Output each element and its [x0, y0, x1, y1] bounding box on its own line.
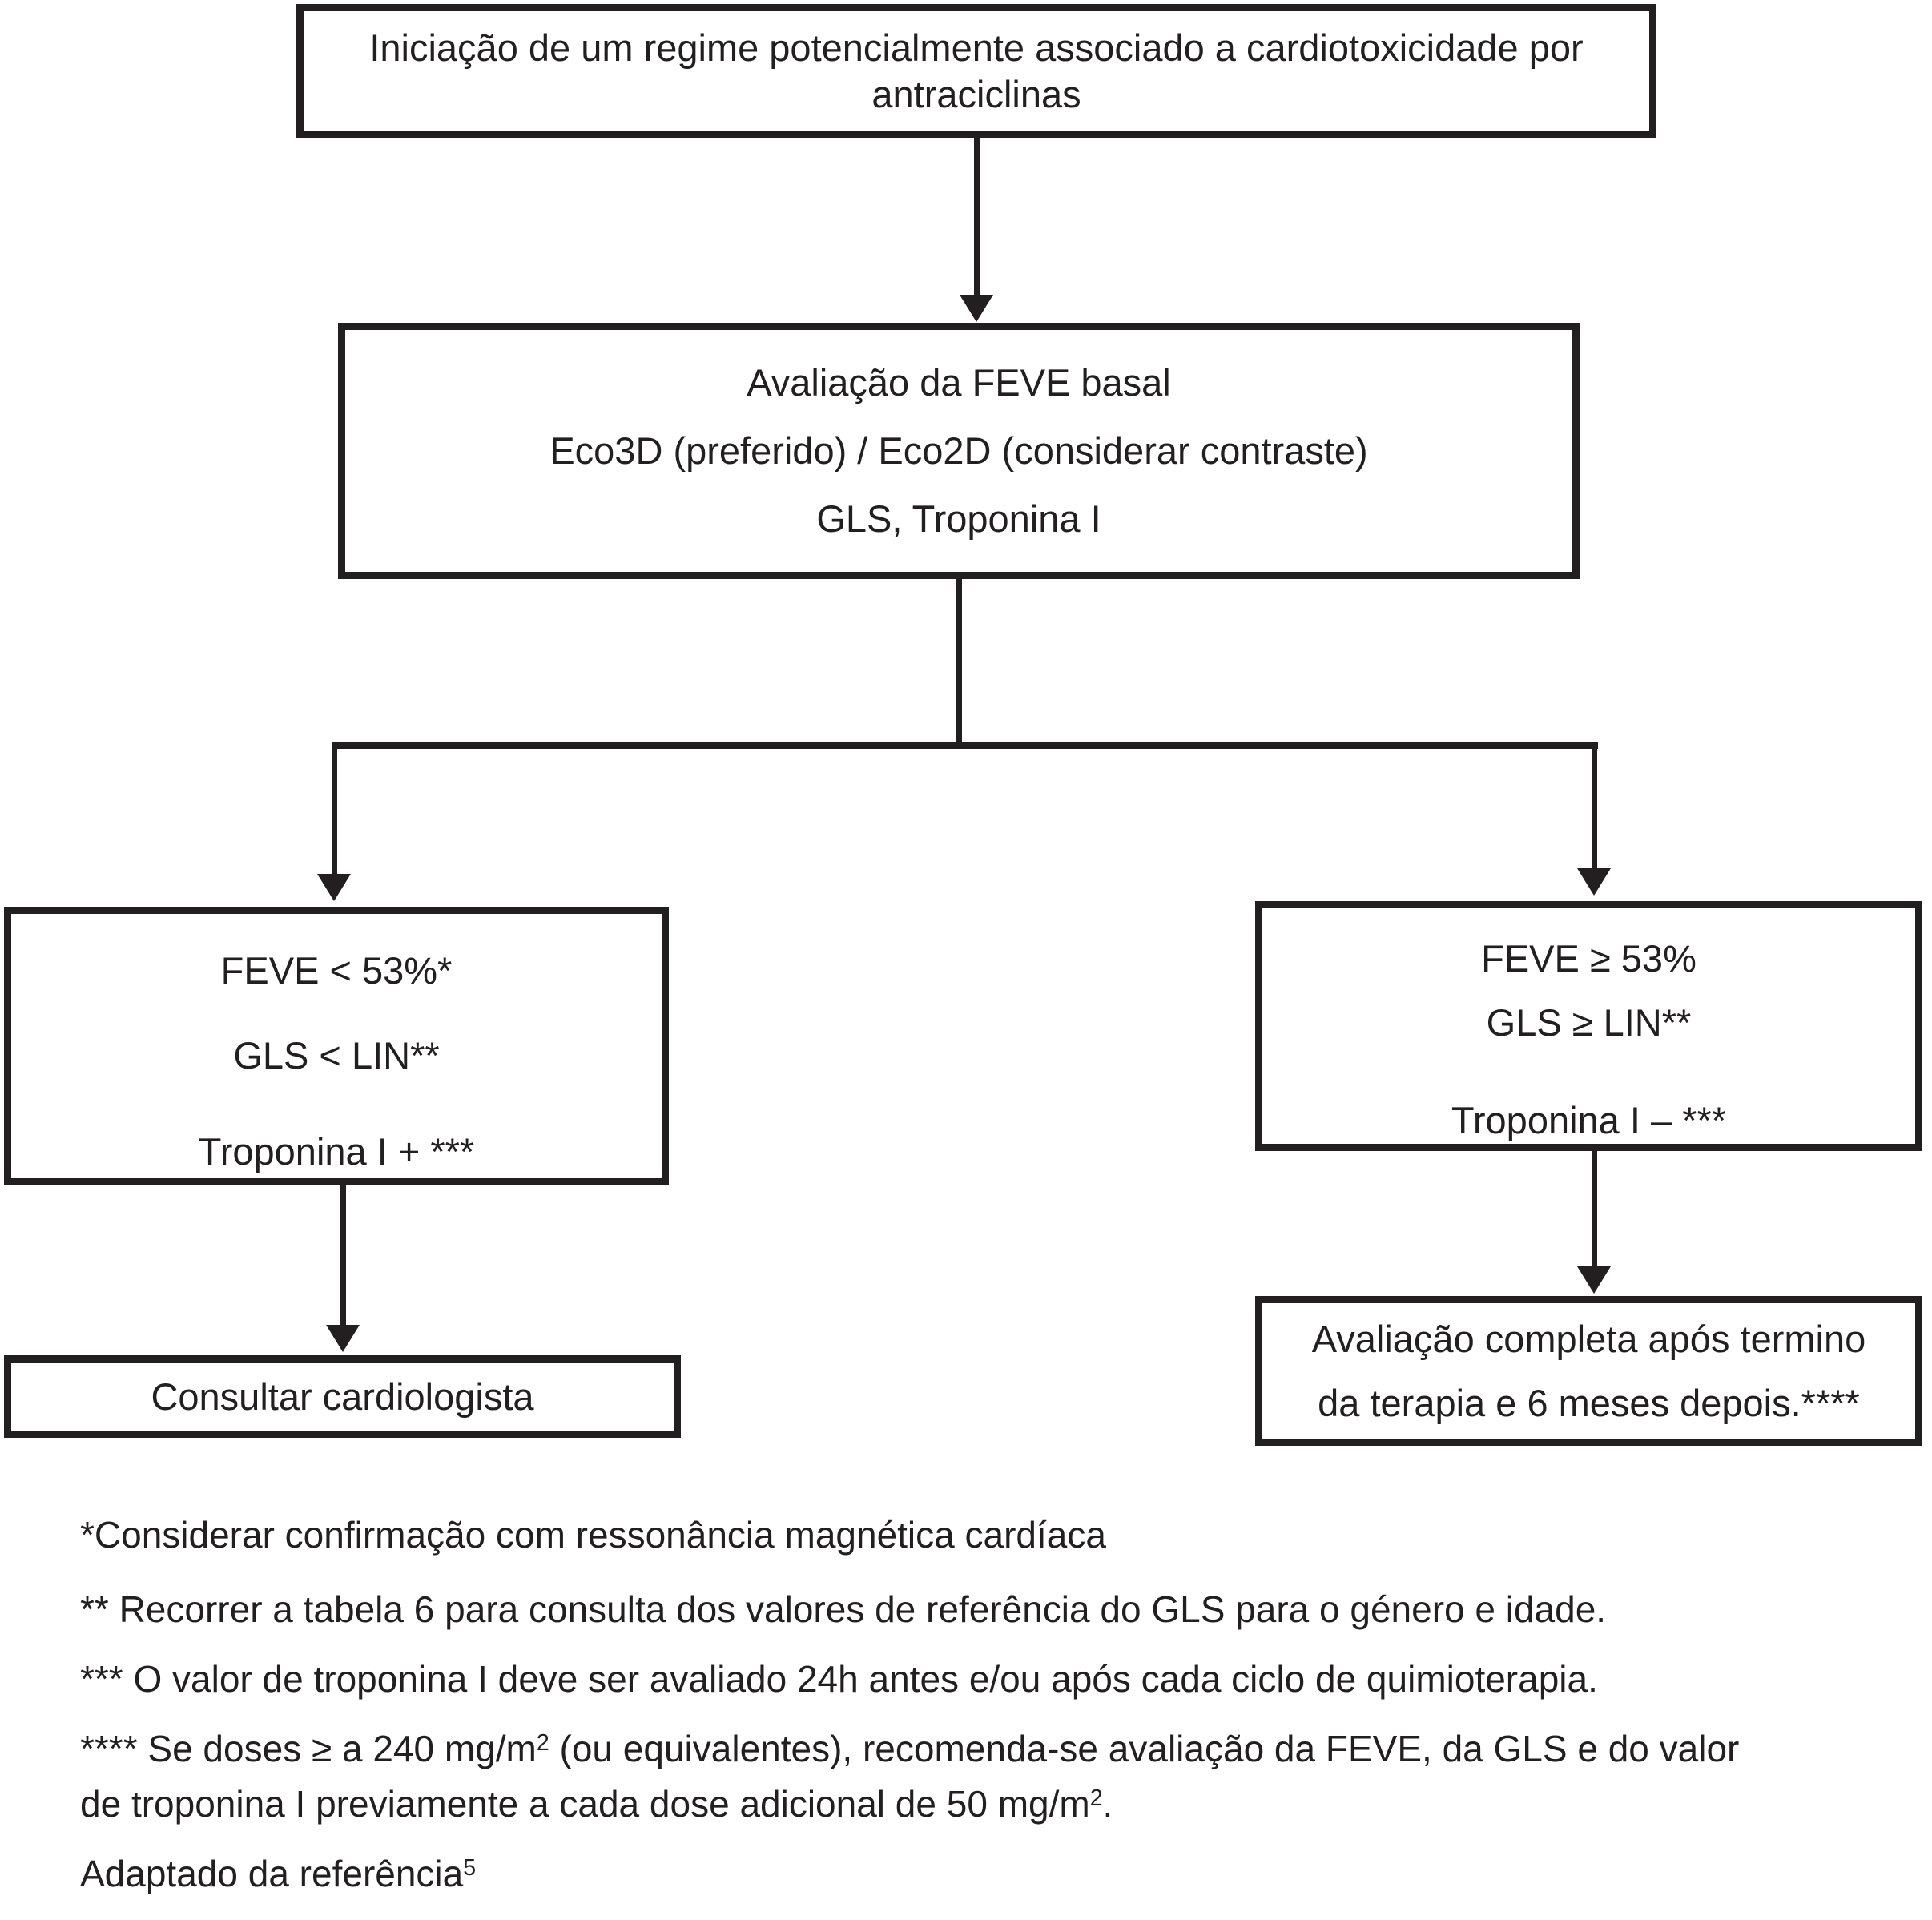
connector-line — [974, 138, 980, 295]
abnormal-findings-box: FEVE < 53%* GLS < LIN** Troponina I + **… — [4, 907, 669, 1185]
abnormal-box-line1: FEVE < 53%* — [220, 949, 453, 992]
footnote-dose-part1: **** Se doses ≥ a 240 mg/m — [80, 1728, 537, 1769]
baseline-box-line2: Eco3D (preferido) / Eco2D (considerar co… — [549, 429, 1368, 472]
abnormal-box-line2: GLS < LIN** — [233, 1034, 440, 1077]
arrowhead-down — [317, 874, 351, 901]
consult-box-line1: Consultar cardiologista — [151, 1375, 534, 1418]
normal-box-line1: FEVE ≥ 53% — [1481, 937, 1697, 980]
connector-line — [956, 579, 962, 745]
complete-box-line1: Avaliação completa após termino — [1311, 1317, 1866, 1360]
footnote-cmr-confirmation: *Considerar confirmação com ressonância … — [80, 1514, 1106, 1556]
complete-box-line2: da terapia e 6 meses depois.**** — [1318, 1381, 1860, 1424]
arrowhead-down — [1577, 868, 1611, 896]
start-box-line1: Iniciação de um regime potencialmente as… — [369, 26, 1584, 69]
footnote-dose-superscript2: 2 — [1089, 1785, 1103, 1811]
footnote-dose-superscript1: 2 — [536, 1729, 549, 1756]
footnote-dose-part3: de troponina I previamente a cada dose a… — [80, 1783, 1090, 1825]
complete-evaluation-box: Avaliação completa após termino da terap… — [1255, 1296, 1922, 1446]
footnote-dose-threshold: **** Se doses ≥ a 240 mg/m2 (ou equivale… — [80, 1724, 1916, 1834]
footnote-dose-part2: (ou equivalentes), recomenda-se avaliaçã… — [549, 1728, 1740, 1769]
footnote-gls-reference-table: ** Recorrer a tabela 6 para consulta dos… — [80, 1588, 1607, 1630]
arrowhead-down — [1577, 1266, 1611, 1294]
connector-line — [340, 1185, 346, 1325]
footnote-dose-part4: . — [1102, 1783, 1113, 1825]
baseline-box-line3: GLS, Troponina I — [816, 497, 1101, 540]
footnote-troponin-timing: *** O valor de troponina I deve ser aval… — [80, 1658, 1598, 1700]
source-credit: Adaptado da referência5 — [80, 1849, 1916, 1904]
normal-box-line3: Troponina I – *** — [1451, 1099, 1727, 1141]
consult-cardiologist-box: Consultar cardiologista — [4, 1355, 681, 1438]
abnormal-box-line3: Troponina I + *** — [198, 1130, 475, 1173]
start-box-line2: antraciclinas — [871, 72, 1081, 115]
normal-findings-box: FEVE ≥ 53% GLS ≥ LIN** Troponina I – *** — [1255, 901, 1922, 1151]
connector-line — [1592, 742, 1597, 868]
arrowhead-down — [326, 1325, 360, 1352]
connector-line — [332, 742, 337, 874]
source-credit-superscript: 5 — [463, 1854, 477, 1881]
baseline-assessment-box: Avaliação da FEVE basal Eco3D (preferido… — [338, 323, 1580, 579]
normal-box-line2: GLS ≥ LIN** — [1486, 1001, 1692, 1044]
baseline-box-line1: Avaliação da FEVE basal — [747, 361, 1171, 404]
split-line — [334, 742, 1598, 749]
connector-line — [1592, 1151, 1597, 1266]
arrowhead-down — [960, 295, 993, 322]
start-box: Iniciação de um regime potencialmente as… — [296, 4, 1656, 138]
source-credit-text: Adaptado da referência — [80, 1853, 464, 1894]
